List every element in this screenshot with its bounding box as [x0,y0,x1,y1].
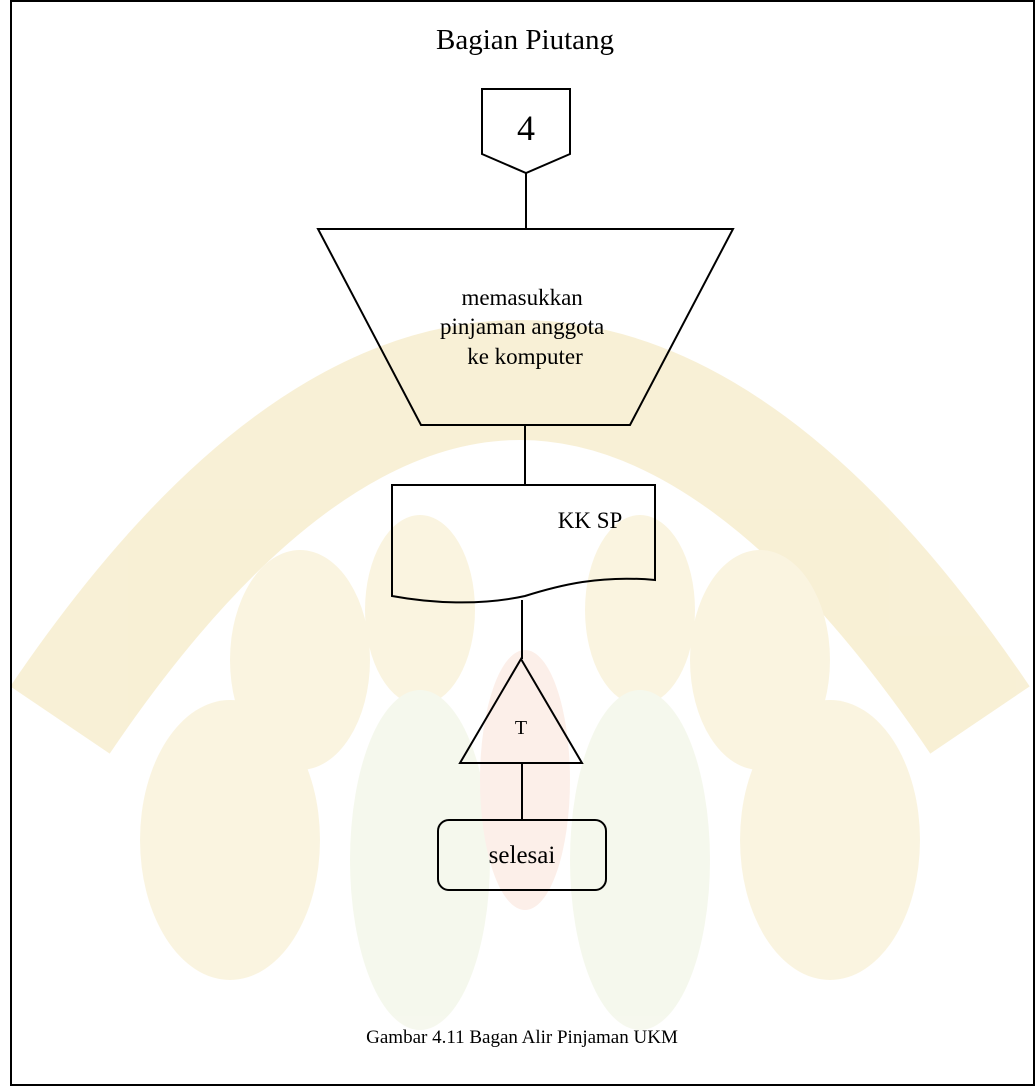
manual-input-line: pinjaman anggota [440,314,604,339]
watermark-ring [10,320,1030,754]
terminator-shape [437,819,607,891]
archive-triangle [458,657,584,764]
off-page-connector [481,88,571,175]
manual-input-shape [316,228,735,426]
connector-label: 4 [517,108,535,148]
manual-input-line: memasukkan [461,285,583,310]
document-shape [391,484,656,604]
watermark-stems [350,690,710,1030]
manual-input-line: ke komputer [467,344,583,369]
manual-input-label: memasukkan pinjaman anggota ke komputer [440,285,610,369]
archive-label: T [515,717,527,739]
watermark-leaves [140,515,920,980]
swimlane-border [10,0,1035,1086]
figure-caption: Gambar 4.11 Bagan Alir Pinjaman UKM [366,1027,678,1048]
document-label: KK SP [558,508,623,533]
terminator-label: selesai [489,842,556,869]
watermark-flame [480,650,570,910]
swimlane-title: Bagian Piutang [436,24,614,56]
